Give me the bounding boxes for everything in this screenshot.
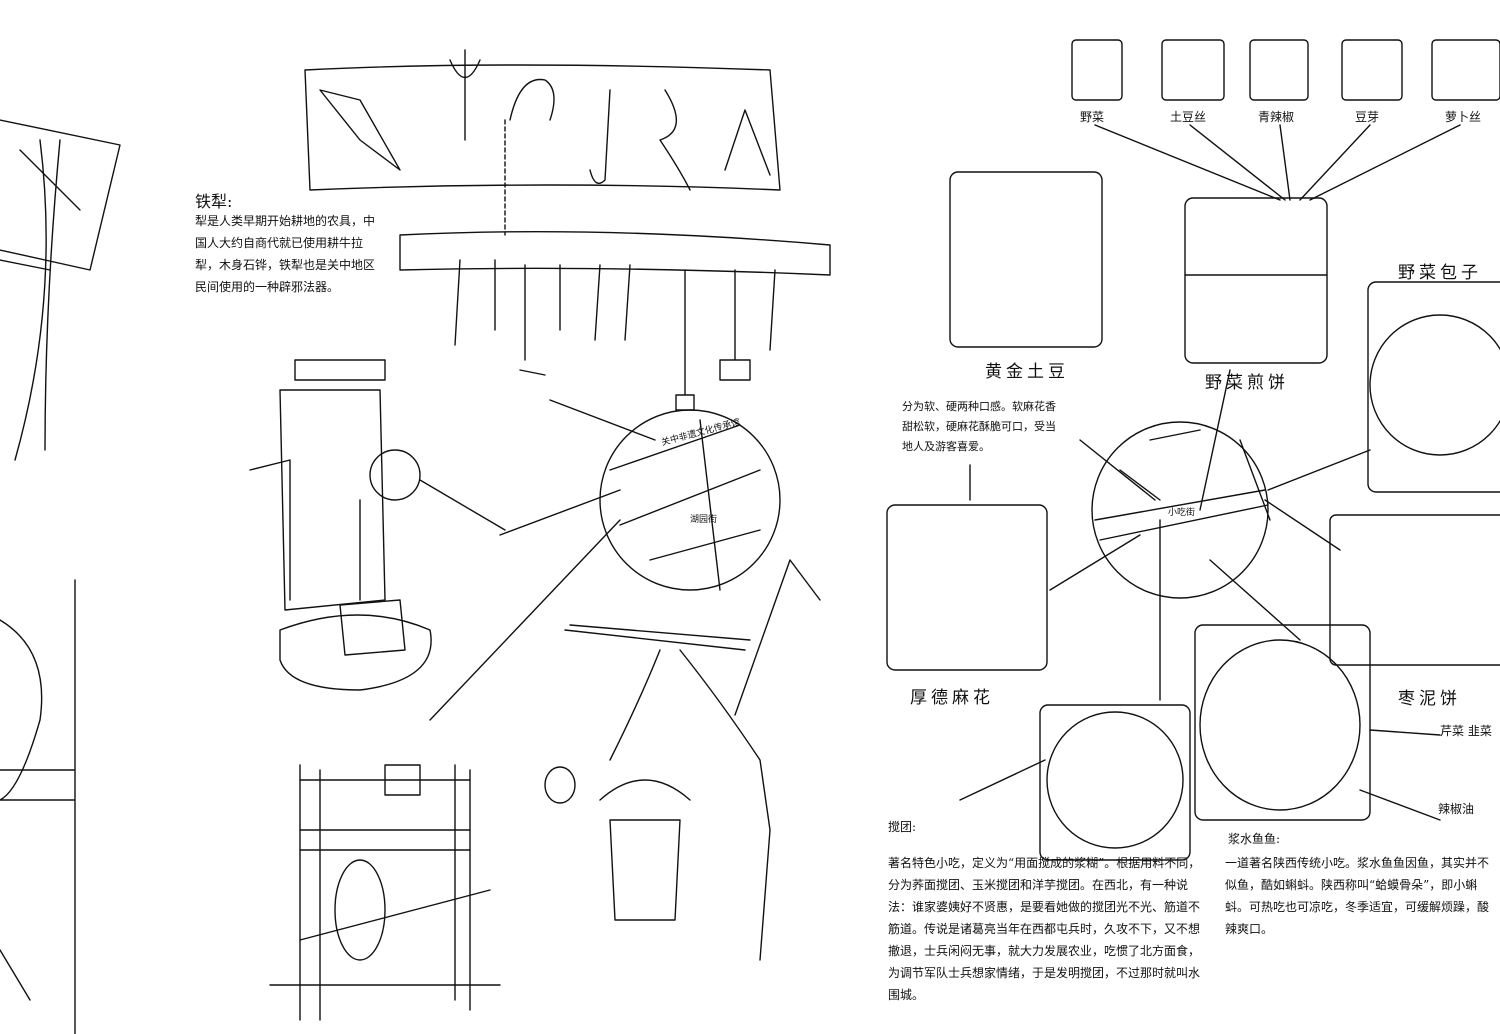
windlass-sketch xyxy=(269,764,501,1021)
thumb-label-green-pepper: 青辣椒 xyxy=(1258,110,1295,124)
map-label-street: 湖园街 xyxy=(690,515,718,525)
tool-plank-sketch xyxy=(304,49,781,191)
map-label-snack-street: 小吃街 xyxy=(1168,508,1196,518)
label-vegetable-pancake: 野菜煎饼 xyxy=(1205,373,1289,393)
label-golden-potato: 黄金土豆 xyxy=(985,362,1069,382)
map-circle-left xyxy=(429,399,821,721)
bucket-sketch xyxy=(544,624,771,961)
thumb-label-potato-shreds: 土豆丝 xyxy=(1170,110,1207,124)
plow-title: 铁犁: xyxy=(195,192,233,211)
thumbnail-boxes xyxy=(1071,39,1500,201)
jiaotuan-description: 著名特色小吃，定义为“用面搅成的浆糊”。根据用料不同，分为荞面搅团、玉米搅团和洋… xyxy=(888,856,1201,1002)
fish-title: 浆水鱼鱼: xyxy=(1228,832,1281,846)
label-vegetable-bun: 野菜包子 xyxy=(1398,263,1482,283)
mahua-note: 分为软、硬两种口感。软麻花香甜松软，硬麻花酥脆可口，受当地人及游客喜爱。 xyxy=(902,400,1056,453)
well-sketch xyxy=(249,359,506,691)
fish-description: 一道著名陕西传统小吃。浆水鱼鱼因鱼，其实并不似鱼，酷如蝌蚪。陕西称叫“蛤蟆骨朵”… xyxy=(1225,856,1490,936)
label-chili-oil: 辣椒油 xyxy=(1438,802,1475,816)
hanging-rack-sketch xyxy=(399,119,831,411)
thumb-label-bean-sprouts: 豆芽 xyxy=(1355,110,1380,124)
map-circle-right xyxy=(959,369,1441,821)
thumb-label-wild-vegetable: 野菜 xyxy=(1080,110,1105,124)
thumb-label-radish-shreds: 萝卜丝 xyxy=(1445,110,1482,124)
plow-description: 犁是人类早期开始耕地的农具，中国人大约自商代就已使用耕牛拉犁，木身石铧，铁犁也是… xyxy=(195,214,376,294)
label-houde-mahua: 厚德麻花 xyxy=(910,688,994,708)
cart-sketch xyxy=(0,119,121,461)
label-date-cake: 枣泥饼 xyxy=(1398,689,1461,709)
jiaotuan-title: 搅团: xyxy=(888,820,917,834)
food-boxes xyxy=(886,171,1500,861)
label-vegetables: 芹菜 韭菜 xyxy=(1440,724,1492,738)
wheel-sketch xyxy=(0,579,76,1034)
